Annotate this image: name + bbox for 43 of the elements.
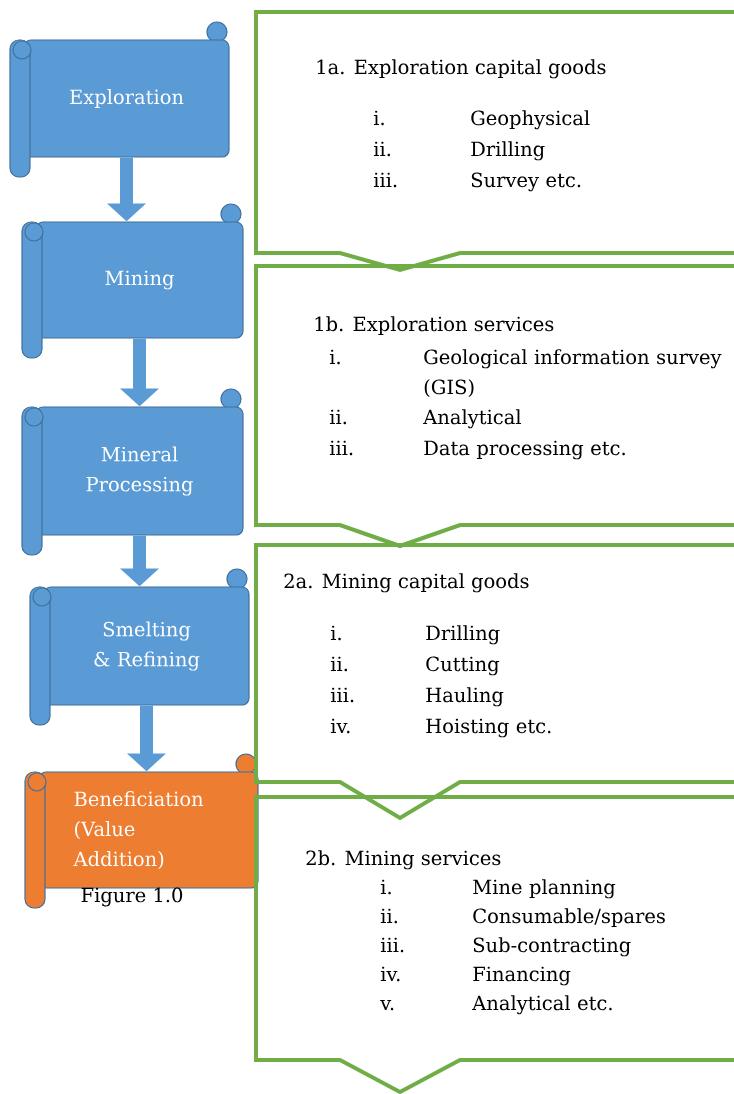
chevron-panel: [254, 795, 734, 1094]
list-number: iv.: [380, 966, 400, 982]
list-number: i.: [380, 879, 391, 895]
list-number: ii.: [373, 141, 391, 157]
caption: Figure 1.0: [81, 887, 183, 907]
heading: 1b. Exploration services: [315, 316, 554, 336]
list-number: iii.: [329, 440, 353, 456]
heading: 1a. Exploration capital goods: [317, 59, 606, 79]
list-item: Analytical etc.: [472, 995, 612, 1015]
heading: 2b. Mining services: [306, 850, 501, 870]
heading: 2a. Mining capital goods: [284, 573, 529, 593]
list-item: Sub-contracting: [473, 937, 631, 957]
list-item: Hoisting etc.: [426, 718, 551, 738]
list-number: iii.: [330, 687, 354, 703]
scroll-box: Exploration: [9, 21, 230, 178]
list-number: i.: [330, 625, 341, 641]
list-number: i.: [373, 110, 384, 126]
chevron-panel: [254, 264, 734, 549]
scroll-box: Mineral Processing: [21, 388, 244, 556]
chevron-panel: [254, 543, 734, 821]
list-number: iii.: [380, 937, 404, 953]
list-item: Analytical: [423, 409, 521, 429]
list-item: Hauling: [426, 687, 504, 707]
list-number: i.: [329, 349, 340, 365]
list-number: ii.: [329, 409, 347, 425]
list-item: Survey etc.: [471, 172, 581, 192]
list-item: Drilling: [471, 141, 545, 161]
list-item: Consumable/spares: [473, 908, 665, 928]
list-number: ii.: [330, 656, 348, 672]
list-number: ii.: [380, 908, 398, 924]
list-item: Data processing etc.: [424, 440, 625, 460]
list-item: Geophysical: [471, 110, 590, 130]
chevron-panel: [254, 10, 734, 273]
list-item: Geological information survey (GIS): [424, 349, 722, 398]
scroll-box: Smelting & Refining: [29, 568, 250, 726]
scroll-box: Mining: [21, 203, 244, 359]
list-item: Cutting: [426, 656, 500, 676]
list-number: iv.: [330, 718, 350, 734]
list-item: Drilling: [426, 625, 500, 645]
list-number: iii.: [373, 172, 397, 188]
list-number: v.: [380, 999, 394, 1011]
list-item: Mine planning: [473, 879, 616, 899]
list-item: Financing: [473, 966, 571, 986]
